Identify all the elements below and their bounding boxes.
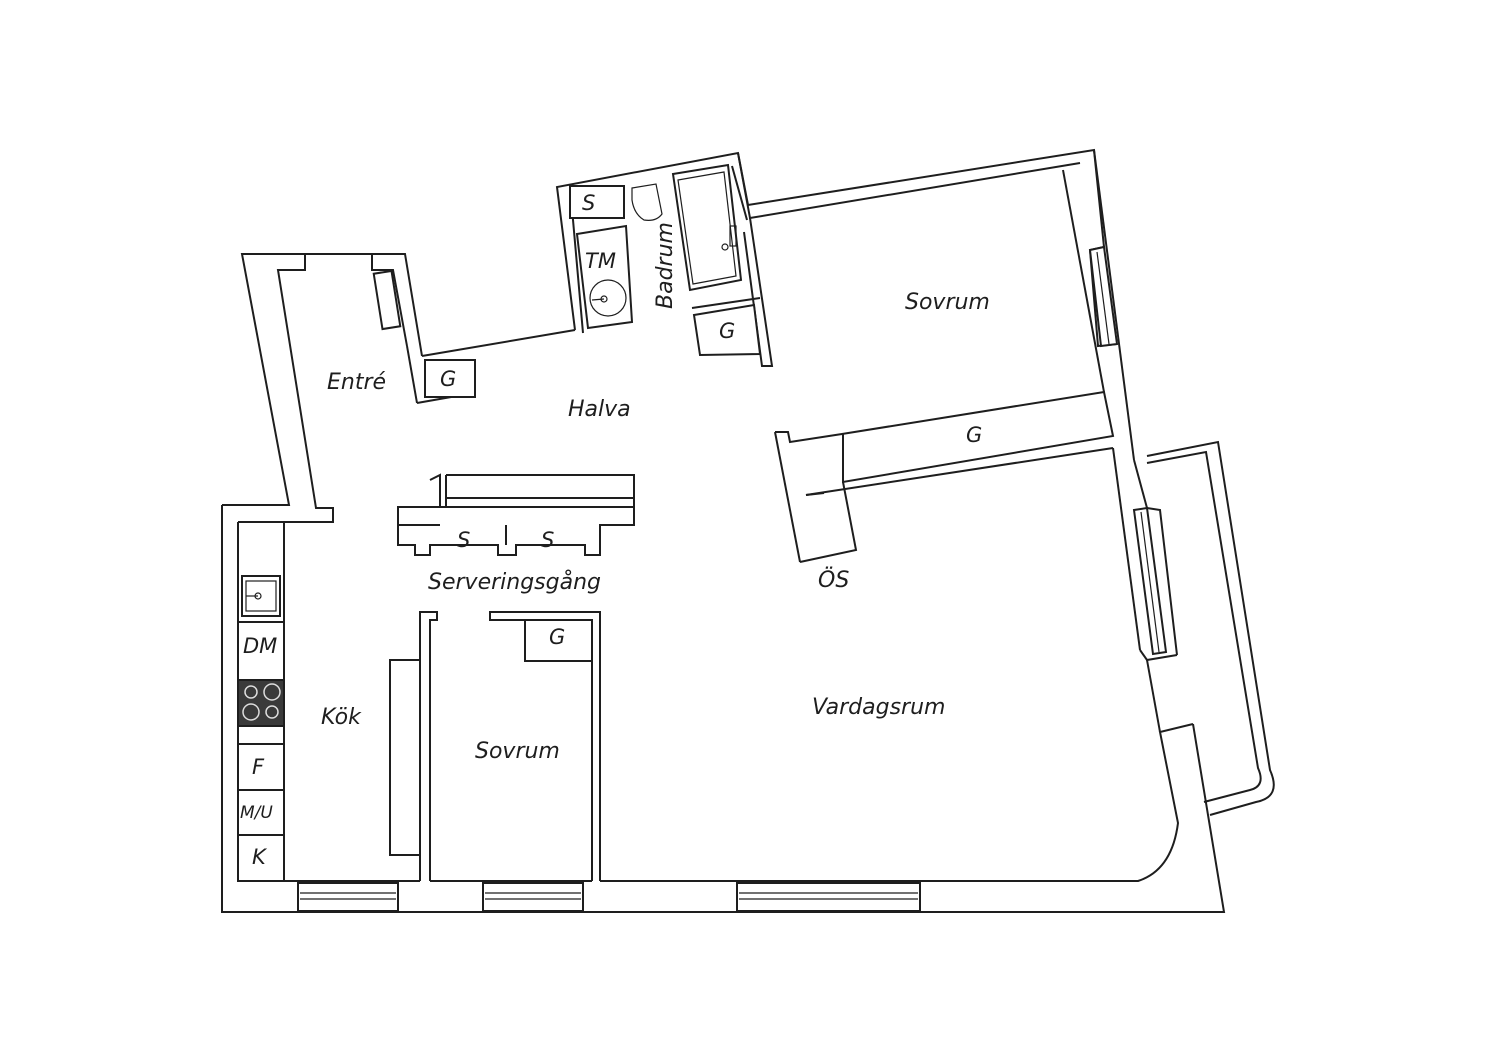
room-label-sovrum-small: Sovrum — [475, 739, 560, 764]
room-labels: Entré Halva Badrum Sovrum Serveringsgång… — [321, 222, 990, 764]
small-bedroom-walls — [389, 611, 601, 881]
fixture-label-mu: M/U — [240, 803, 273, 823]
fixture-label-entre-wardrobe: G — [440, 367, 456, 391]
fixture-label-dm: DM — [243, 634, 277, 658]
room-label-badrum: Badrum — [653, 222, 678, 309]
fixture-label-k: K — [252, 845, 268, 869]
bedroom-partition — [774, 390, 1115, 563]
serving-cabinets — [397, 473, 635, 556]
window-small-bedroom — [482, 882, 584, 912]
fixture-label-f: F — [252, 755, 265, 779]
fixture-labels: S TM G G G S S G DM F M/U K — [240, 191, 982, 869]
room-label-serveringsgang: Serveringsgång — [428, 569, 601, 595]
room-label-vardagsrum: Vardagsrum — [812, 695, 945, 720]
window-living-room — [736, 882, 921, 912]
window-balcony-door — [1132, 506, 1168, 656]
fixture-label-bedroom-wardrobe: G — [966, 423, 982, 447]
windows — [297, 245, 1168, 912]
bathroom — [569, 163, 762, 357]
fixture-label-bath-storage: S — [582, 191, 595, 215]
room-label-kok: Kök — [321, 705, 362, 730]
stove — [237, 679, 285, 727]
fixture-label-tm: TM — [585, 249, 616, 273]
fixture-label-small-bedroom-wardrobe: G — [549, 625, 565, 649]
room-label-entre: Entré — [327, 370, 386, 395]
window-kitchen — [297, 882, 399, 912]
room-label-halva: Halva — [568, 397, 631, 422]
fixture-label-serving-cabinet-1: S — [457, 528, 470, 552]
window-large-bedroom — [1088, 245, 1119, 348]
fixture-label-serving-cabinet-2: S — [541, 528, 554, 552]
room-label-os: ÖS — [818, 567, 849, 593]
room-label-sovrum-large: Sovrum — [905, 290, 990, 315]
entre-wardrobe — [424, 359, 476, 398]
exterior-walls — [221, 148, 1275, 913]
fixture-label-bath-wardrobe: G — [719, 319, 735, 343]
kitchen-counter — [237, 522, 285, 881]
